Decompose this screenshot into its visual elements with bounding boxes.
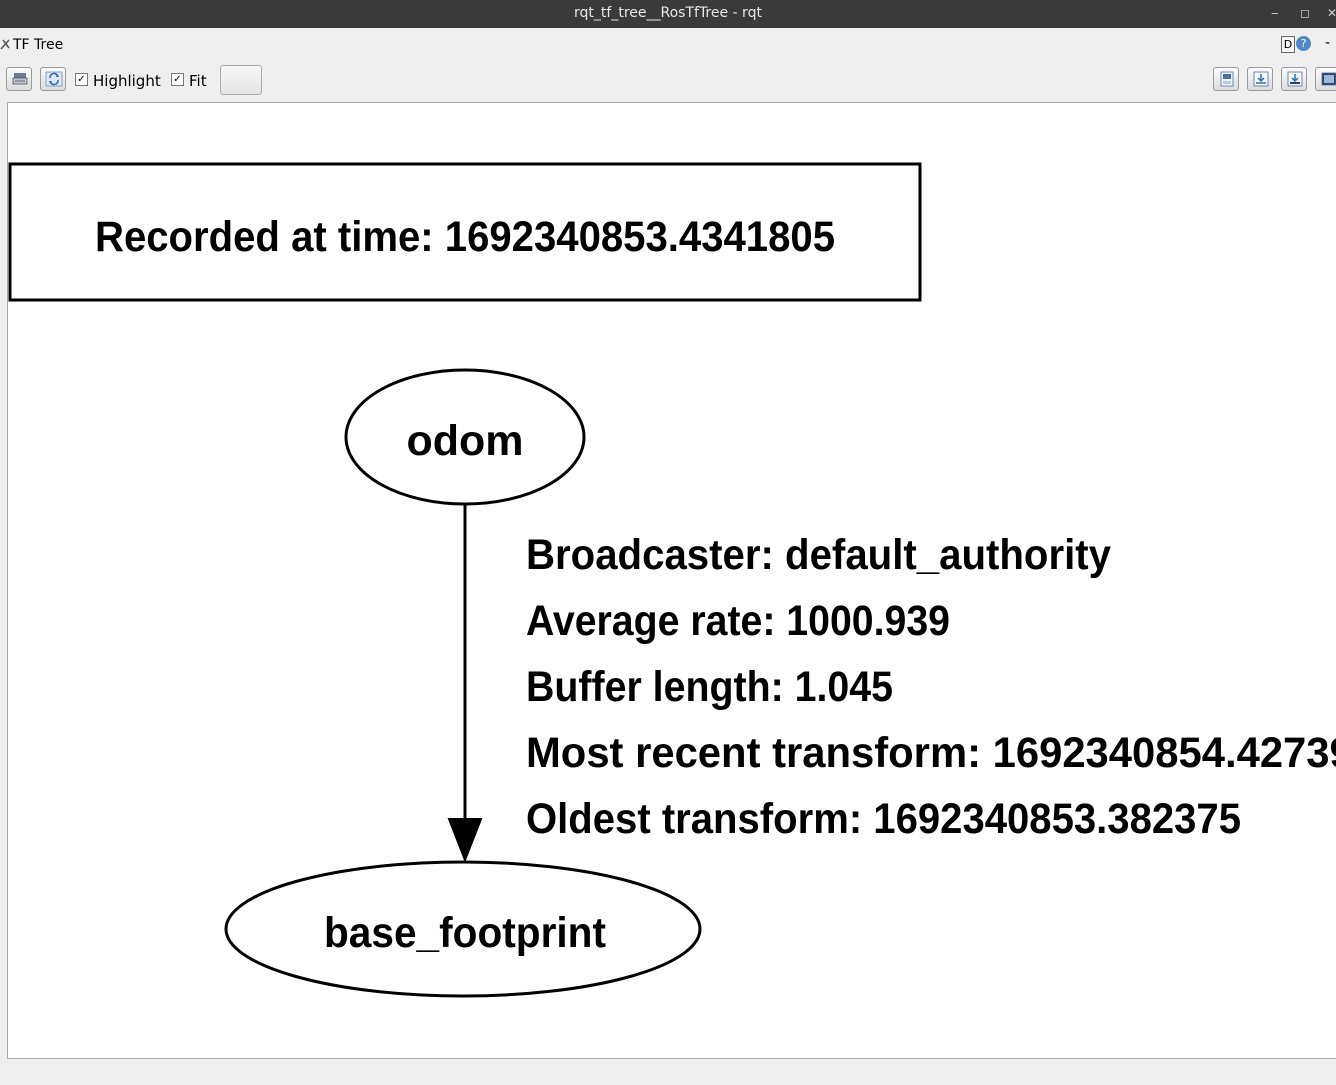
toolbar: ✓ Highlight ✓ Fit — [0, 62, 1336, 100]
save-svg-button[interactable] — [1281, 67, 1307, 91]
minimize-icon[interactable]: ‒ — [1271, 6, 1279, 20]
graph-canvas[interactable]: Recorded at time: 1692340853.4341805 odo… — [7, 102, 1336, 1059]
plugin-tools-icon — [0, 39, 10, 50]
node-odom-label: odom — [406, 417, 523, 465]
node-base-footprint-shape[interactable] — [224, 860, 702, 998]
open-file-icon — [1220, 71, 1234, 87]
save-dot-button[interactable] — [1247, 67, 1273, 91]
window-titlebar: rqt_tf_tree__RosTfTree - rqt ‒ ◻ ✕ — [0, 0, 1336, 28]
highlight-label: Highlight — [93, 72, 161, 90]
refresh-icon — [45, 71, 63, 87]
highlight-checkbox[interactable]: ✓ — [75, 73, 88, 86]
edge-arrowhead-icon — [447, 818, 483, 863]
minimize-plugin-button[interactable]: - — [1325, 35, 1331, 51]
help-icon[interactable]: ? — [1296, 36, 1311, 51]
window-title: rqt_tf_tree__RosTfTree - rqt — [574, 5, 762, 21]
clear-buffer-button[interactable] — [40, 67, 66, 91]
save-image-icon — [1321, 72, 1336, 86]
save-svg-icon — [1287, 71, 1303, 87]
maximize-icon[interactable]: ◻ — [1300, 6, 1310, 20]
tf-graph: Recorded at time: 1692340853.4341805 odo… — [8, 162, 1336, 998]
fit-checkbox[interactable]: ✓ — [171, 73, 184, 86]
blank-button[interactable] — [220, 65, 262, 95]
close-icon[interactable]: ✕ — [1327, 6, 1336, 20]
plugin-header: TF Tree D ? - — [0, 29, 1336, 61]
plugin-title: TF Tree — [13, 37, 64, 53]
recorded-time-label: Recorded at time: 1692340853.4341805 — [95, 213, 835, 261]
fit-label: Fit — [189, 72, 207, 90]
refresh-graph-button[interactable] — [6, 67, 32, 91]
recorded-time-box — [8, 162, 922, 302]
node-odom-shape[interactable] — [344, 368, 586, 506]
load-dot-button[interactable] — [1213, 67, 1239, 91]
graph-icon — [12, 73, 28, 85]
edge-oldest-label: Oldest transform: 1692340853.382375 — [526, 795, 1241, 843]
edge-average-rate-label: Average rate: 1000.939 — [526, 597, 950, 645]
edge-most-recent-label: Most recent transform: 1692340854.427394 — [526, 729, 1336, 777]
save-dot-icon — [1253, 71, 1269, 87]
edge-broadcaster-label: Broadcaster: default_authority — [526, 531, 1111, 579]
edge-buffer-length-label: Buffer length: 1.045 — [526, 663, 893, 711]
dock-toggle-button[interactable]: D — [1281, 36, 1295, 53]
save-image-button[interactable] — [1315, 67, 1336, 91]
node-base-footprint-label: base_footprint — [324, 909, 606, 957]
